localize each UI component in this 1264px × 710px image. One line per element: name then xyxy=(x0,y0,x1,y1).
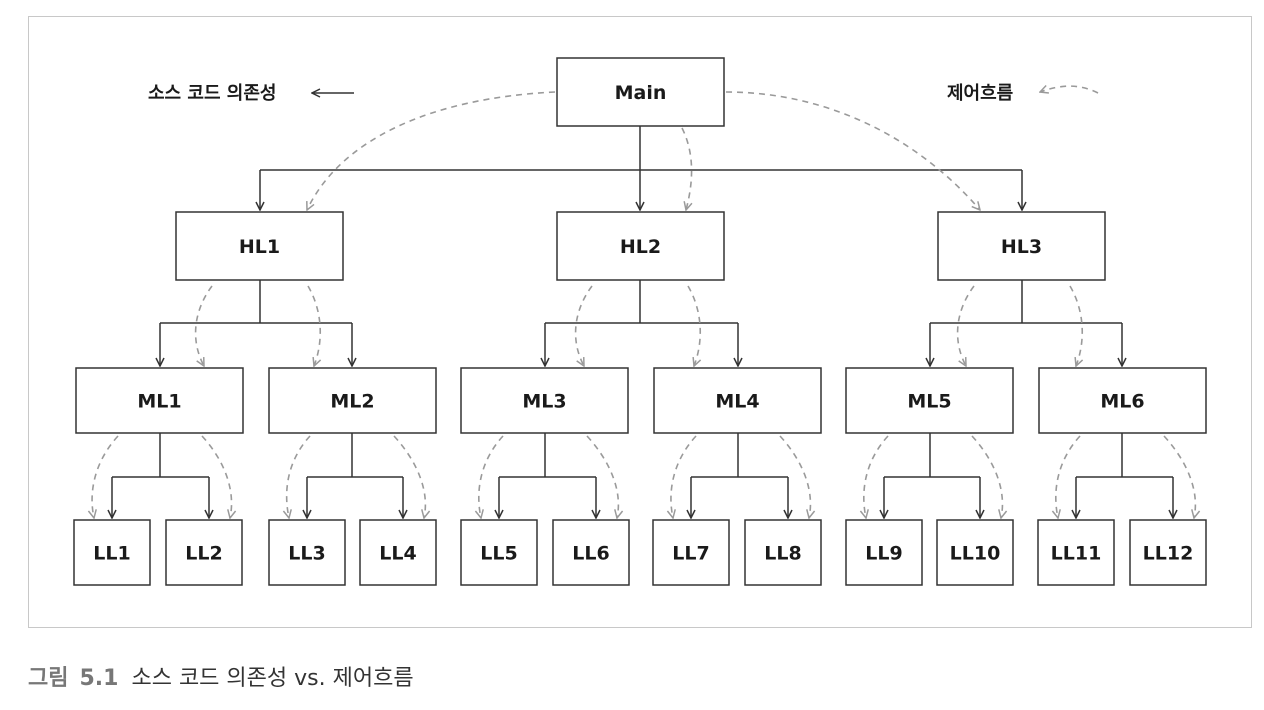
flow-ml3-to-ll5 xyxy=(479,435,504,518)
node-label: HL3 xyxy=(1001,236,1042,258)
flow-hl2-to-ml4 xyxy=(687,285,700,366)
node-box xyxy=(653,367,822,434)
flow-main-to-hl1 xyxy=(307,91,556,210)
node-label: LL1 xyxy=(93,543,130,565)
node-label: LL2 xyxy=(185,543,222,565)
node-ll7: LL7 xyxy=(652,519,730,586)
node-ll2: LL2 xyxy=(165,519,243,586)
node-box xyxy=(937,211,1106,281)
node-ll8: LL8 xyxy=(744,519,822,586)
flow-ml1-to-ll2 xyxy=(201,435,232,518)
flow-ml1-to-ll1 xyxy=(92,435,119,518)
flow-ml2-to-ll3 xyxy=(287,435,311,518)
flow-ml4-to-ll8 xyxy=(779,435,810,518)
node-box xyxy=(75,367,244,434)
flow-ml5-to-ll9 xyxy=(864,435,889,518)
node-ll6: LL6 xyxy=(552,519,630,586)
node-box xyxy=(268,519,346,586)
legend-flow-label: 제어흐름 xyxy=(947,83,1013,104)
node-ll11: LL11 xyxy=(1037,519,1115,586)
node-label: LL6 xyxy=(572,543,609,565)
flow-ml3-to-ll6 xyxy=(586,435,618,518)
node-box xyxy=(1038,367,1207,434)
node-ml1: ML1 xyxy=(75,367,244,434)
node-box xyxy=(1129,519,1207,586)
node-ml2: ML2 xyxy=(268,367,437,434)
node-ml3: ML3 xyxy=(460,367,629,434)
figure-caption: 그림 5.1 소스 코드 의존성 vs. 제어흐름 xyxy=(28,660,414,692)
node-label: LL3 xyxy=(288,543,325,565)
legend-dependency-label: 소스 코드 의존성 xyxy=(148,83,276,104)
flow-ml2-to-ll4 xyxy=(393,435,425,518)
node-label: LL12 xyxy=(1143,543,1194,565)
node-ml6: ML6 xyxy=(1038,367,1207,434)
node-hl2: HL2 xyxy=(556,211,725,281)
node-box xyxy=(460,519,538,586)
node-box xyxy=(73,519,151,586)
flow-ml6-to-ll12 xyxy=(1163,435,1195,518)
node-label: ML6 xyxy=(1100,391,1144,413)
node-ll1: LL1 xyxy=(73,519,151,586)
node-box xyxy=(652,519,730,586)
node-label: LL9 xyxy=(865,543,902,565)
node-ml4: ML4 xyxy=(653,367,822,434)
node-box xyxy=(460,367,629,434)
node-box xyxy=(552,519,630,586)
flow-ml5-to-ll10 xyxy=(971,435,1002,518)
node-box xyxy=(359,519,437,586)
node-hl3: HL3 xyxy=(937,211,1106,281)
node-label: HL1 xyxy=(239,236,280,258)
flow-hl1-to-ml1 xyxy=(194,285,213,366)
node-label: Main xyxy=(615,82,667,104)
node-label: LL7 xyxy=(672,543,709,565)
node-box xyxy=(556,211,725,281)
node-label: LL5 xyxy=(480,543,517,565)
node-ll10: LL10 xyxy=(936,519,1014,586)
node-label: LL11 xyxy=(1051,543,1102,565)
node-label: ML1 xyxy=(137,391,181,413)
node-label: ML2 xyxy=(330,391,374,413)
node-box xyxy=(744,519,822,586)
legend-flow-arrow xyxy=(1040,86,1099,93)
node-label: LL10 xyxy=(950,543,1001,565)
node-label: LL4 xyxy=(379,543,416,565)
node-hl1: HL1 xyxy=(175,211,344,281)
flow-main-to-hl3 xyxy=(725,91,980,210)
node-box xyxy=(1037,519,1115,586)
node-label: LL8 xyxy=(764,543,801,565)
flow-main-to-hl2 xyxy=(681,127,692,210)
flow-ml6-to-ll11 xyxy=(1056,435,1081,518)
flow-hl3-to-ml5 xyxy=(956,285,975,366)
node-ll4: LL4 xyxy=(359,519,437,586)
caption-text: 소스 코드 의존성 vs. 제어흐름 xyxy=(131,666,414,691)
node-ll3: LL3 xyxy=(268,519,346,586)
node-main: Main xyxy=(556,57,725,127)
node-label: ML5 xyxy=(907,391,951,413)
node-box xyxy=(175,211,344,281)
node-ll12: LL12 xyxy=(1129,519,1207,586)
node-label: ML4 xyxy=(715,391,759,413)
flow-ml4-to-ll7 xyxy=(671,435,697,518)
node-ll5: LL5 xyxy=(460,519,538,586)
flow-hl3-to-ml6 xyxy=(1069,285,1082,366)
node-box xyxy=(845,367,1014,434)
flow-hl2-to-ml3 xyxy=(574,285,593,366)
caption-number: 5.1 xyxy=(79,666,119,691)
node-box xyxy=(845,519,923,586)
node-ml5: ML5 xyxy=(845,367,1014,434)
node-box xyxy=(936,519,1014,586)
node-label: HL2 xyxy=(620,236,661,258)
flow-hl1-to-ml2 xyxy=(307,285,320,366)
caption-label: 그림 xyxy=(28,666,69,691)
node-box xyxy=(268,367,437,434)
node-box xyxy=(556,57,725,127)
node-ll9: LL9 xyxy=(845,519,923,586)
node-box xyxy=(165,519,243,586)
node-label: ML3 xyxy=(522,391,566,413)
